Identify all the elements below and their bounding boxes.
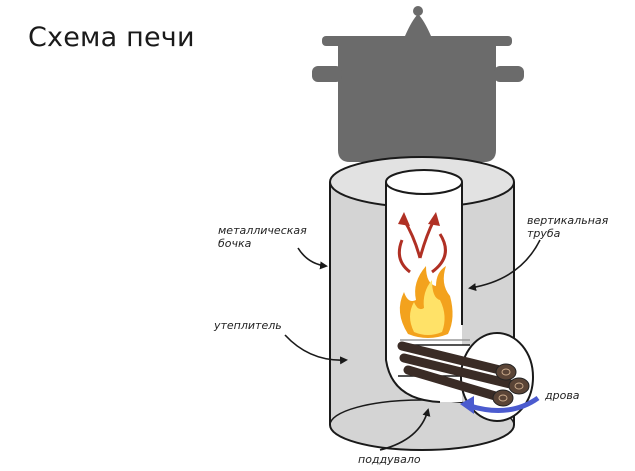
air-intake-arrow-icon — [460, 395, 540, 414]
label-pipe-line1: вертикальная — [527, 214, 609, 227]
label-barrel-line2: бочка — [218, 237, 252, 250]
hot-air-arrow-icon — [397, 212, 447, 274]
pointer-lines — [284, 239, 541, 451]
flame-icon — [399, 266, 453, 338]
label-insulation: утеплитель — [214, 319, 282, 332]
label-firewood: дрова — [545, 389, 580, 402]
label-vertical-pipe: вертикальная труба — [527, 214, 608, 240]
label-ash-pit: поддувало — [358, 453, 421, 466]
label-barrel-line1: металлическая — [218, 224, 307, 237]
diagram-title: Схема печи — [28, 22, 195, 53]
firewood-logs-icon — [397, 341, 530, 407]
cooking-pot-icon — [312, 6, 524, 162]
label-metal-barrel: металлическая бочка — [218, 224, 307, 250]
label-pipe-line2: труба — [527, 227, 561, 240]
